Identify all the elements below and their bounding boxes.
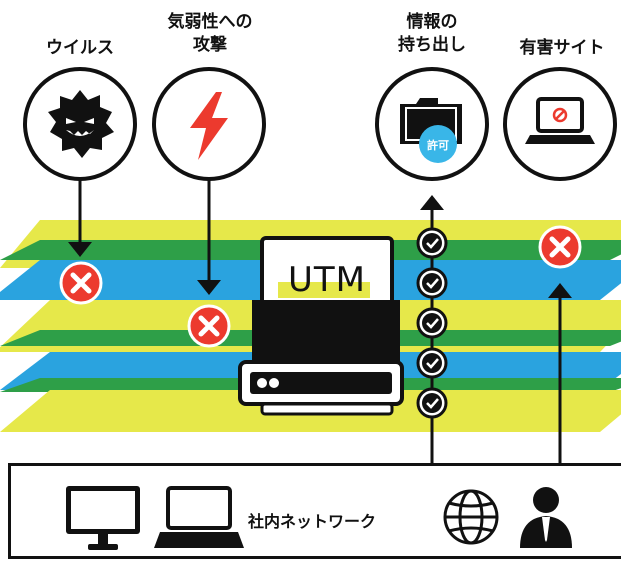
blocked-icon [538,225,582,269]
virus-icon [48,90,114,158]
label-leak-line1: 情報の [406,12,458,32]
check-icon [416,347,448,379]
globe-icon [443,489,499,545]
internal-network-label: 社内ネットワーク [248,512,377,531]
label-harmful-sites: 有害サイト [519,38,605,58]
label-virus: ウイルス [46,38,114,58]
monitor-icon [66,486,140,550]
check-icon [416,227,448,259]
blocked-icon [187,304,231,348]
utm-device [238,236,404,416]
label-vuln-line1: 気弱性への [167,12,253,32]
permit-badge-label: 許可 [427,139,449,152]
lightning-icon [190,92,228,160]
threat-icons [23,67,617,181]
check-icon [416,387,448,419]
blocked-icon [59,261,103,305]
utm-label: UTM [288,260,366,300]
block-marks [59,225,582,348]
user-icon [520,487,572,548]
label-vuln-line2: 攻撃 [193,35,227,55]
label-leak-line2: 持ち出し [398,35,466,55]
permit-badge [419,125,457,163]
check-icon [416,307,448,339]
laptop-icon [525,97,595,144]
check-icon [416,267,448,299]
flow-arrows [68,180,572,466]
check-marks [416,227,448,419]
laptop-icon [154,486,244,548]
